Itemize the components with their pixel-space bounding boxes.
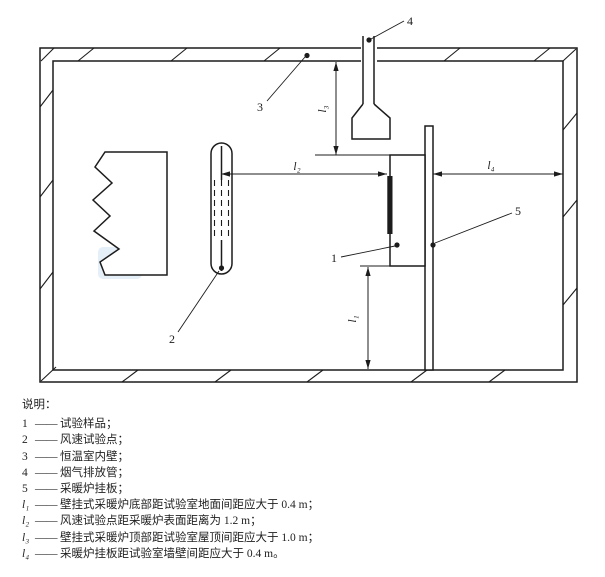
- legend-text: 壁挂式采暖炉顶部距试验室屋顶间距应大于 1.0 m；: [60, 531, 320, 544]
- legend-symbol: 2: [22, 434, 28, 447]
- legend-symbol: l₁: [22, 499, 30, 512]
- legend-text: 采暖炉挂板；: [60, 483, 129, 496]
- legend-item: l₃ ——壁挂式采暖炉顶部距试验室屋顶间距应大于 1.0 m；: [22, 530, 319, 546]
- callout-label-1: 1: [331, 251, 337, 265]
- heater-front-panel: [387, 176, 393, 234]
- legend-item: 1 ——试验样品；: [22, 416, 319, 432]
- wall-pipe-gap: [361, 45, 377, 64]
- dimension-l1: l₁: [347, 265, 390, 369]
- legend-text: 烟气排放管；: [60, 466, 129, 479]
- legend: 说明： 1——试验样品； 2——风速试验点； 3——恒温室内壁； 4——烟气排放…: [22, 397, 319, 562]
- legend-dash: ——: [35, 547, 58, 560]
- legend-symbol: 4: [22, 466, 28, 479]
- exhaust-hood: [351, 103, 391, 140]
- legend-text: 恒温室内壁；: [60, 450, 129, 463]
- callout-label-5: 5: [515, 204, 521, 218]
- dimension-l2: l₂: [221, 161, 387, 177]
- mounting-board: [424, 125, 434, 371]
- callout-mounting-board: 5: [430, 204, 521, 248]
- legend-dash: ——: [35, 466, 58, 479]
- legend-symbol: 1: [22, 418, 28, 431]
- dimension-l4: l₄: [433, 160, 563, 177]
- dim-label-l1: l₁: [347, 315, 359, 322]
- legend-symbol: l₄: [22, 547, 30, 560]
- legend-symbol: 5: [22, 483, 28, 496]
- dim-label-l2: l₂: [293, 161, 300, 173]
- legend-dash: ——: [35, 434, 58, 447]
- legend-item: 5 ——采暖炉挂板；: [22, 481, 319, 497]
- legend-dash: ——: [35, 483, 58, 496]
- callout-inner-wall: 3: [257, 52, 310, 114]
- legend-item: l₁ ——壁挂式采暖炉底部距试验室地面间距应大于 0.4 m；: [22, 497, 319, 513]
- legend-item: l₂ ——风速试验点距采暖炉表面距离为 1.2 m；: [22, 513, 319, 529]
- legend-item: 2 ——风速试验点；: [22, 432, 319, 448]
- callout-label-2: 2: [169, 332, 175, 346]
- flue-pipe: [351, 36, 391, 140]
- legend-text: 壁挂式采暖炉底部距试验室地面间距应大于 0.4 m；: [60, 499, 320, 512]
- callout-sample: 1: [331, 242, 400, 265]
- legend-dash: ——: [35, 450, 58, 463]
- wind-speed-test-point: [210, 142, 233, 275]
- legend-text: 采暖炉挂板距试验室墙壁间距应大于 0.4 m。: [60, 547, 285, 560]
- legend-symbol: l₃: [22, 531, 30, 544]
- legend-text: 试验样品；: [60, 418, 118, 431]
- legend-symbol: 3: [22, 450, 28, 463]
- wall-hatching: [39, 47, 578, 383]
- heater-unit: [387, 154, 426, 267]
- test-chamber-diagram: l₂ l₄ l₃ l₁ 4 3 1: [39, 14, 578, 383]
- legend-title: 说明：: [22, 399, 57, 411]
- legend-dash: ——: [35, 418, 58, 431]
- callout-label-4: 4: [407, 14, 413, 28]
- callout-label-3: 3: [257, 100, 263, 114]
- dimension-l3: l₃: [315, 62, 390, 156]
- legend-item: l₄ ——采暖炉挂板距试验室墙壁间距应大于 0.4 m。: [22, 546, 319, 562]
- legend-item: 4 ——烟气排放管；: [22, 465, 319, 481]
- dim-label-l4: l₄: [487, 160, 494, 172]
- legend-item: 3 ——恒温室内壁；: [22, 449, 319, 465]
- callout-wind-point: 2: [169, 265, 225, 346]
- dim-label-l3: l₃: [317, 105, 329, 112]
- legend-dash: ——: [35, 515, 58, 528]
- legend-dash: ——: [35, 499, 58, 512]
- sample-zigzag-block: [91, 151, 168, 276]
- legend-symbol: l₂: [22, 515, 30, 528]
- legend-dash: ——: [35, 531, 58, 544]
- legend-text: 风速试验点距采暖炉表面距离为 1.2 m；: [60, 515, 262, 528]
- callout-flue-pipe: 4: [366, 14, 413, 43]
- legend-text: 风速试验点；: [60, 434, 129, 447]
